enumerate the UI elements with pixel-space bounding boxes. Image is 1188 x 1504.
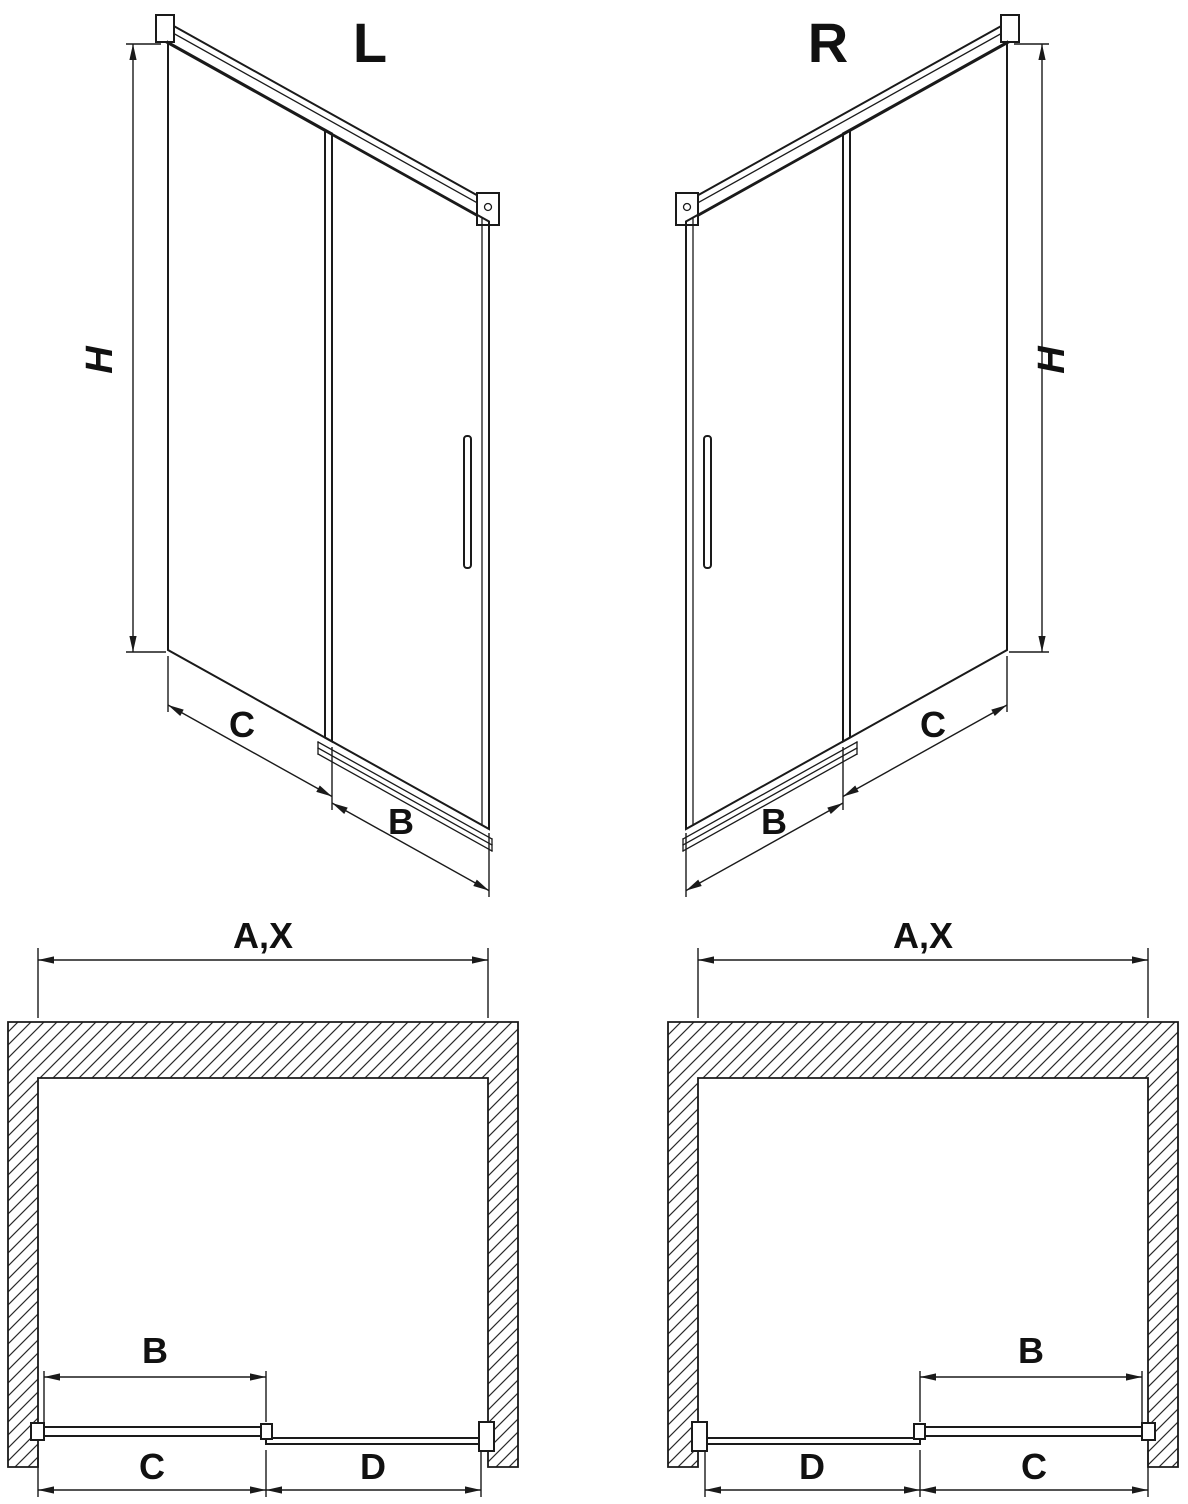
wall-profile (1141, 1422, 1156, 1441)
dim-label-right-span: D (360, 1446, 386, 1487)
door-handle (703, 435, 712, 569)
variant-label-left: L (353, 11, 387, 74)
dimension-right-span: C (920, 1446, 1149, 1497)
dimension-fixed-width: C (842, 656, 1008, 798)
wall-profile (30, 1422, 45, 1441)
dimension-door-width: B (331, 801, 490, 897)
top-rail (162, 18, 491, 225)
sliding-glass-panel (324, 128, 490, 831)
dimension-line (331, 802, 490, 892)
top-rail-groove (162, 26, 491, 211)
top-rail (684, 18, 1013, 225)
iso-view-left: L H (79, 11, 500, 897)
overlap-bracket (913, 1423, 926, 1440)
door-assembly-plan (691, 1421, 1156, 1452)
plan-view-left: A,X B C D (7, 915, 519, 1497)
plan-view-right: A,X B D C (667, 915, 1179, 1497)
fixed-glass-panel (167, 40, 333, 744)
dim-label-left-span: D (799, 1446, 825, 1487)
dim-label-right-span: C (1021, 1446, 1047, 1487)
dimension-total-width: A,X (697, 915, 1149, 1018)
dim-label-door: B (761, 801, 787, 842)
sliding-panel-plan (917, 1426, 1151, 1437)
dimension-right-span: D (266, 1446, 482, 1497)
bracket-screw (682, 202, 692, 212)
dim-label-door: B (142, 1330, 168, 1371)
dim-label-door: B (1018, 1330, 1044, 1371)
wall-section (7, 1021, 519, 1468)
wall-profile (691, 1421, 708, 1452)
dimension-fixed-width: C (167, 656, 333, 810)
dimension-line (685, 802, 844, 892)
dim-label-height: H (1031, 345, 1073, 374)
dim-label-door: B (388, 801, 414, 842)
fixed-glass-panel (842, 40, 1008, 744)
sliding-panel-plan (35, 1426, 269, 1437)
wall-profile (478, 1421, 495, 1452)
dimension-door-width: B (43, 1330, 267, 1422)
dimension-line (167, 704, 333, 798)
variant-label-right: R (808, 11, 848, 74)
dimension-door-width: B (919, 1330, 1143, 1422)
dimension-left-span: C (37, 1446, 267, 1497)
door-assembly-plan (30, 1421, 495, 1452)
rail-end-cap (155, 14, 175, 43)
fixed-panel-plan (265, 1437, 489, 1445)
dim-label-left-span: C (139, 1446, 165, 1487)
dimension-height: H (79, 43, 166, 653)
wall-section (667, 1021, 1179, 1468)
dimension-left-span: D (704, 1446, 921, 1497)
rail-end-cap (1000, 14, 1020, 43)
overlap-bracket (260, 1423, 273, 1440)
bracket-screw (483, 202, 493, 212)
dim-label-height: H (79, 345, 121, 374)
dim-label-total: A,X (893, 915, 953, 956)
dim-label-fixed: C (920, 704, 946, 745)
dimension-total-width: A,X (37, 915, 489, 1018)
iso-view-right: R H (675, 11, 1073, 897)
dimension-height: H (1009, 43, 1073, 653)
top-rail-groove (684, 26, 1013, 211)
fixed-panel-plan (697, 1437, 921, 1445)
dim-label-total: A,X (233, 915, 293, 956)
dim-label-fixed: C (229, 704, 255, 745)
door-handle (463, 435, 472, 569)
dimension-line (842, 704, 1008, 798)
